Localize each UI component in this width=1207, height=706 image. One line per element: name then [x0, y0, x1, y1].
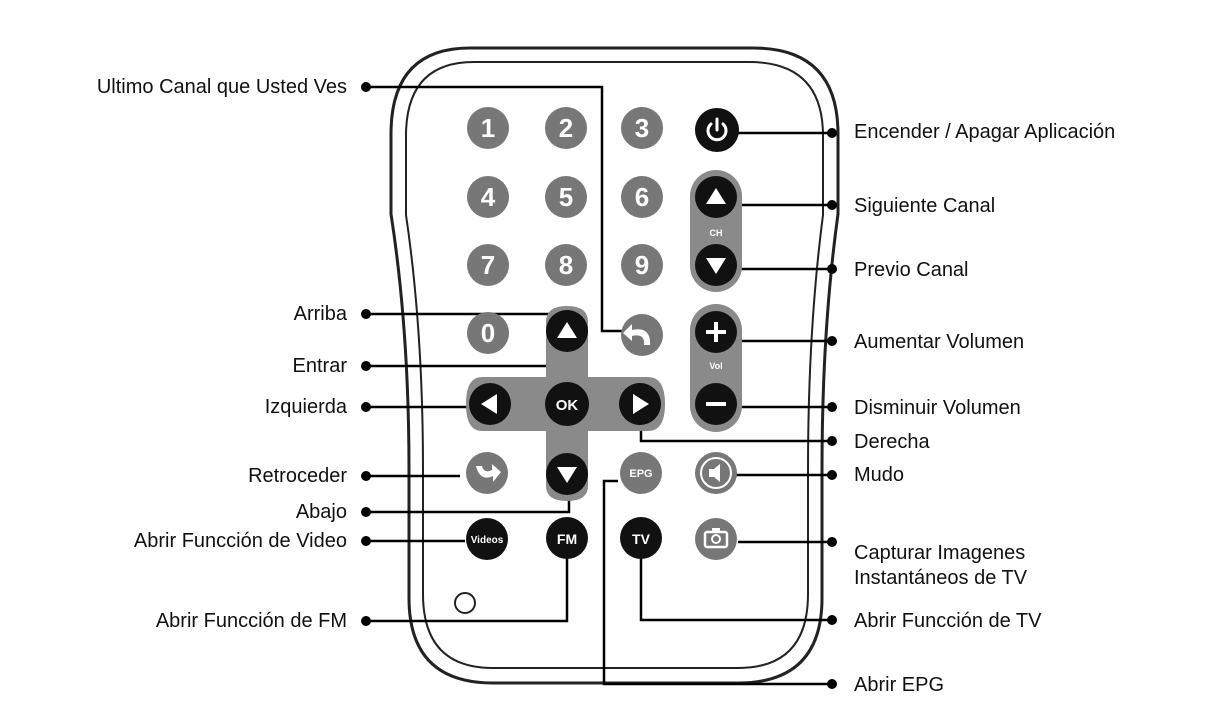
- channel-down-button[interactable]: [695, 244, 737, 286]
- callout-vol-down: Disminuir Volumen: [854, 397, 1021, 419]
- callout-right: Derecha: [854, 431, 930, 453]
- leader-lines: [366, 85, 832, 686]
- callout-snapshot-line2: Instantáneos de TV: [854, 567, 1028, 589]
- ok-button[interactable]: OK: [545, 382, 589, 426]
- digit-label: 9: [635, 250, 649, 280]
- callout-snapshot-line1: Capturar Imagenes: [854, 542, 1026, 564]
- digit-label: 8: [559, 250, 573, 280]
- triangle-down-icon: [706, 258, 726, 274]
- digit-label: 1: [481, 113, 495, 143]
- digit-label: 4: [481, 182, 496, 212]
- digit-button-2[interactable]: 2: [545, 107, 587, 149]
- callout-next-channel: Siguiente Canal: [854, 195, 996, 217]
- callout-power: Encender / Apagar Aplicación: [854, 121, 1116, 143]
- digit-button-4[interactable]: 4: [467, 176, 509, 218]
- callout-left: Izquierda: [264, 396, 347, 418]
- digit-label: 5: [559, 182, 573, 212]
- videos-label: Videos: [471, 535, 504, 546]
- volume-down-button[interactable]: [695, 383, 737, 425]
- callout-last-channel: Ultimo Canal que Usted Ves: [96, 76, 347, 98]
- back-arrow-icon: [476, 464, 501, 482]
- led-indicator: [454, 592, 476, 614]
- digit-button-1[interactable]: 1: [467, 107, 509, 149]
- fm-button[interactable]: FM: [546, 517, 588, 559]
- right-button[interactable]: [619, 383, 661, 425]
- triangle-up-icon: [706, 188, 726, 204]
- callout-fm: Abrir Funcción de FM: [155, 610, 347, 632]
- return-arrow-icon: [623, 324, 651, 345]
- snapshot-button[interactable]: [695, 518, 737, 560]
- digit-label: 7: [481, 250, 495, 280]
- triangle-right-icon: [633, 394, 649, 414]
- volume-up-button[interactable]: [695, 311, 737, 353]
- volume-rocker: Vol: [690, 304, 742, 432]
- leader-dots: [361, 82, 837, 689]
- digit-button-3[interactable]: 3: [621, 107, 663, 149]
- digit-button-9[interactable]: 9: [621, 244, 663, 286]
- speaker-icon: [709, 464, 720, 482]
- fm-label: FM: [557, 531, 577, 547]
- camera-icon: [703, 528, 729, 549]
- callout-up: Arriba: [293, 303, 347, 325]
- digit-label: 6: [635, 182, 649, 212]
- digit-button-0[interactable]: 0: [467, 312, 509, 354]
- callout-prev-channel: Previo Canal: [854, 259, 969, 281]
- digit-label: 2: [559, 113, 573, 143]
- channel-up-button[interactable]: [695, 176, 737, 218]
- up-button[interactable]: [546, 310, 588, 352]
- digit-label: 0: [481, 318, 495, 348]
- callout-down: Abajo: [295, 501, 347, 523]
- digit-label: 3: [635, 113, 649, 143]
- callout-epg: Abrir EPG: [854, 674, 945, 696]
- triangle-down-icon: [557, 467, 577, 483]
- callout-tv: Abrir Funcción de TV: [854, 610, 1042, 632]
- digit-button-5[interactable]: 5: [545, 176, 587, 218]
- callout-back: Retroceder: [248, 465, 347, 487]
- mute-button[interactable]: [695, 452, 737, 494]
- last-channel-button[interactable]: [621, 314, 663, 356]
- ok-label: OK: [556, 397, 579, 414]
- ch-label: CH: [710, 228, 723, 238]
- number-pad: 1 2 3 4 5 6 7 8 9 0: [467, 107, 663, 354]
- down-button[interactable]: [546, 453, 588, 495]
- back-button[interactable]: [466, 452, 508, 494]
- d-pad: OK: [466, 306, 665, 501]
- callout-mute: Mudo: [854, 464, 905, 486]
- power-button[interactable]: [695, 108, 739, 152]
- channel-rocker: CH: [690, 170, 742, 292]
- triangle-left-icon: [481, 394, 497, 414]
- left-button[interactable]: [469, 383, 511, 425]
- epg-label: EPG: [629, 468, 652, 480]
- digit-button-7[interactable]: 7: [467, 244, 509, 286]
- triangle-up-icon: [557, 322, 577, 338]
- power-icon: [706, 117, 728, 142]
- vol-label: Vol: [709, 361, 722, 371]
- epg-button[interactable]: EPG: [620, 452, 662, 494]
- videos-button[interactable]: Videos: [466, 518, 508, 560]
- callout-video: Abrir Funcción de Video: [133, 530, 347, 552]
- callout-vol-up: Aumentar Volumen: [854, 331, 1025, 353]
- tv-label: TV: [632, 531, 651, 547]
- callout-enter: Entrar: [292, 355, 347, 377]
- plus-icon: [706, 322, 726, 342]
- digit-button-6[interactable]: 6: [621, 176, 663, 218]
- digit-button-8[interactable]: 8: [545, 244, 587, 286]
- tv-button[interactable]: TV: [620, 517, 662, 559]
